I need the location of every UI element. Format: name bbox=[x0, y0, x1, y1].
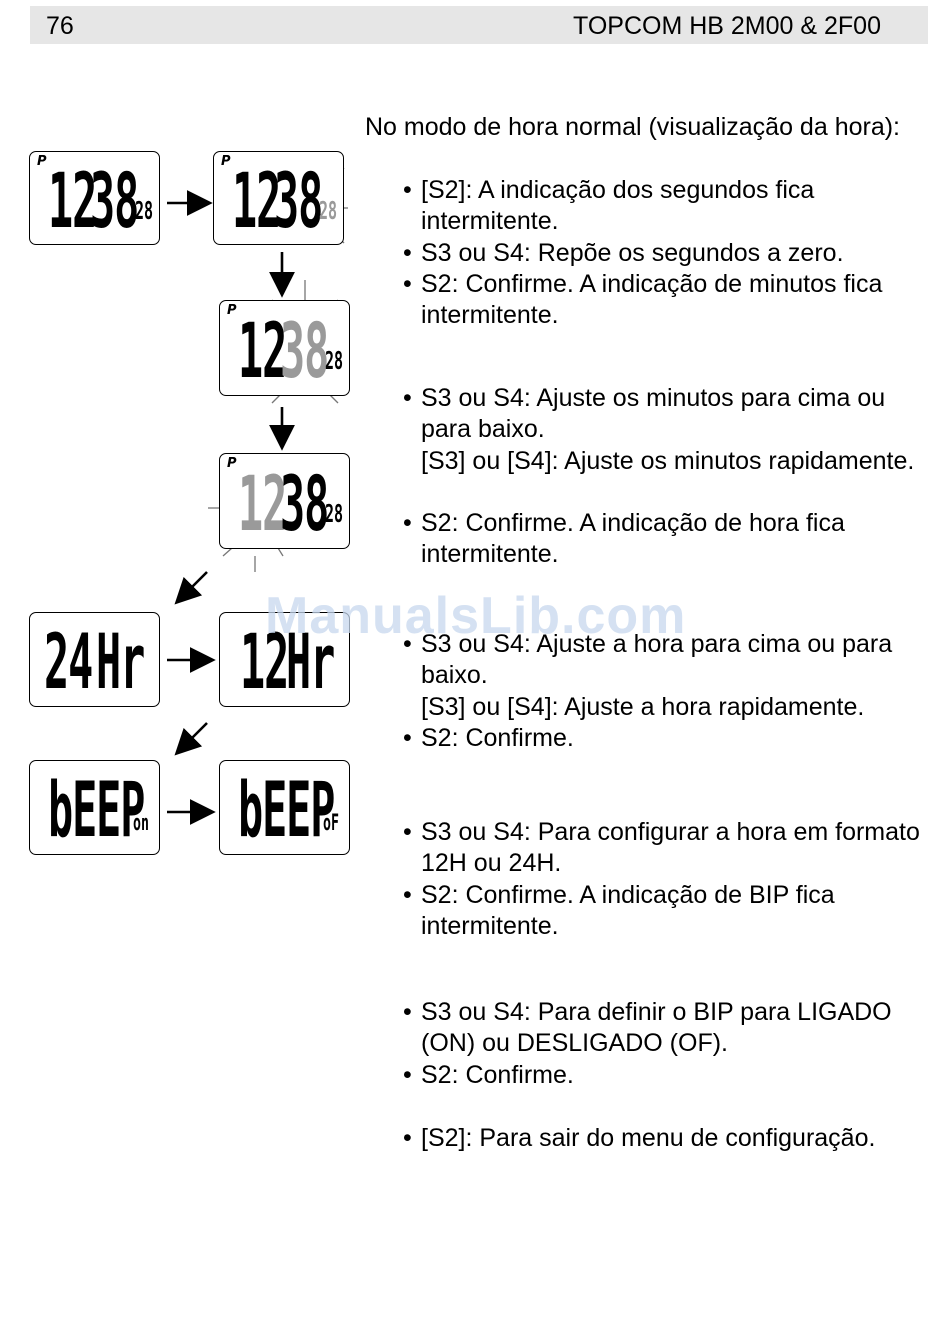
display-beep-on: bEEP on bbox=[29, 760, 160, 855]
bullet-icon: • bbox=[403, 239, 412, 267]
time-minutes: 38 bbox=[90, 156, 139, 245]
page-header: 76 TOPCOM HB 2M00 & 2F00 bbox=[30, 6, 928, 44]
watermark: ManualsLib.com bbox=[265, 587, 687, 645]
display-seconds-blinking: P 12 38 28 bbox=[213, 151, 344, 245]
bullet-icon: • bbox=[403, 509, 412, 537]
document-title: TOPCOM HB 2M00 & 2F00 bbox=[573, 12, 881, 40]
format-24-digits: 24 bbox=[44, 617, 93, 706]
display-minutes-blinking: P 12 38 28 bbox=[219, 300, 350, 396]
bullet-icon: • bbox=[403, 1061, 412, 1089]
page-number: 76 bbox=[46, 12, 74, 40]
format-12-digits: 12 bbox=[240, 617, 289, 706]
time-hours: 12 bbox=[238, 306, 287, 395]
display-hours-blinking: P 12 38 28 bbox=[219, 453, 350, 549]
bullet-icon: • bbox=[403, 384, 412, 412]
bullet-icon: • bbox=[403, 998, 412, 1026]
time-hours: 12 bbox=[232, 156, 281, 245]
time-minutes: 38 bbox=[280, 306, 329, 395]
time-seconds: 28 bbox=[135, 196, 154, 225]
time-hours: 12 bbox=[48, 156, 97, 245]
display-12hr: 12 Hr bbox=[219, 612, 350, 707]
mode-flag: P bbox=[37, 154, 47, 169]
time-minutes: 38 bbox=[274, 156, 323, 245]
beep-on-label: on bbox=[133, 811, 149, 836]
beep-off-label: oF bbox=[323, 811, 339, 836]
bullet-icon: • bbox=[403, 176, 412, 204]
beep-word: bEEP bbox=[238, 765, 335, 854]
format-24-suffix: Hr bbox=[96, 617, 145, 706]
format-12-suffix: Hr bbox=[286, 617, 335, 706]
time-seconds: 28 bbox=[325, 499, 344, 528]
intro-text: No modo de hora normal (visualização da … bbox=[365, 113, 900, 141]
arrow-diag-1 bbox=[174, 571, 208, 605]
time-seconds: 28 bbox=[319, 196, 338, 225]
time-minutes: 38 bbox=[280, 459, 329, 548]
arrow-diag-2 bbox=[174, 722, 208, 756]
time-hours: 12 bbox=[238, 459, 287, 548]
time-seconds: 28 bbox=[325, 346, 344, 375]
mode-flag: P bbox=[227, 456, 237, 471]
display-24hr: 24 Hr bbox=[29, 612, 160, 707]
bullet-icon: • bbox=[403, 270, 412, 298]
mode-flag: P bbox=[227, 303, 237, 318]
bullet-icon: • bbox=[403, 818, 412, 846]
display-beep-off: bEEP oF bbox=[219, 760, 350, 855]
display-time-normal: P 12 38 28 bbox=[29, 151, 160, 245]
bullet-icon: • bbox=[403, 1124, 412, 1152]
bullet-icon: • bbox=[403, 881, 412, 909]
bullet-icon: • bbox=[403, 724, 412, 752]
beep-word: bEEP bbox=[48, 765, 145, 854]
mode-flag: P bbox=[221, 154, 231, 169]
bullet-icon: • bbox=[403, 630, 412, 658]
